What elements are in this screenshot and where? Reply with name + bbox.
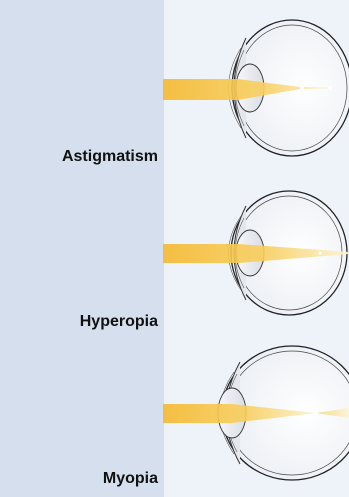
- myopia-eye: [163, 346, 349, 480]
- astigmatism-eye: [163, 20, 349, 156]
- hyperopia-eye: [163, 191, 349, 315]
